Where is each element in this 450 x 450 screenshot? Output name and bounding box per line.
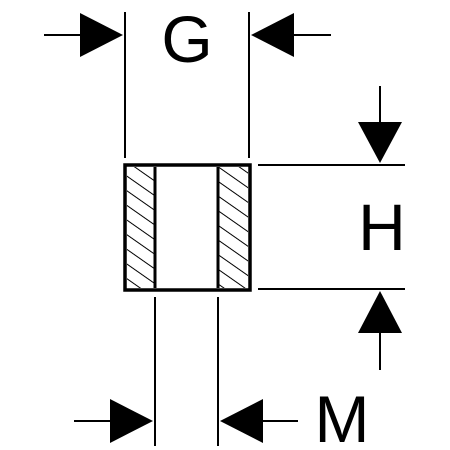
g-label: G [161,2,212,76]
h-arrow-top [358,122,402,163]
h-label: H [358,190,406,264]
m-label: M [315,382,370,450]
dimension-m: M [74,297,369,450]
part-body [123,163,252,292]
right-thread-hatch [218,167,248,288]
dimension-g: G [44,2,331,158]
m-arrow-left [110,399,153,443]
h-arrow-bottom [358,291,402,333]
g-arrow-left [80,13,123,57]
left-thread-hatch [127,167,155,288]
dimension-h: H [258,86,406,370]
part-outline [123,163,252,292]
m-arrow-right [220,399,263,443]
g-arrow-right [251,13,294,57]
